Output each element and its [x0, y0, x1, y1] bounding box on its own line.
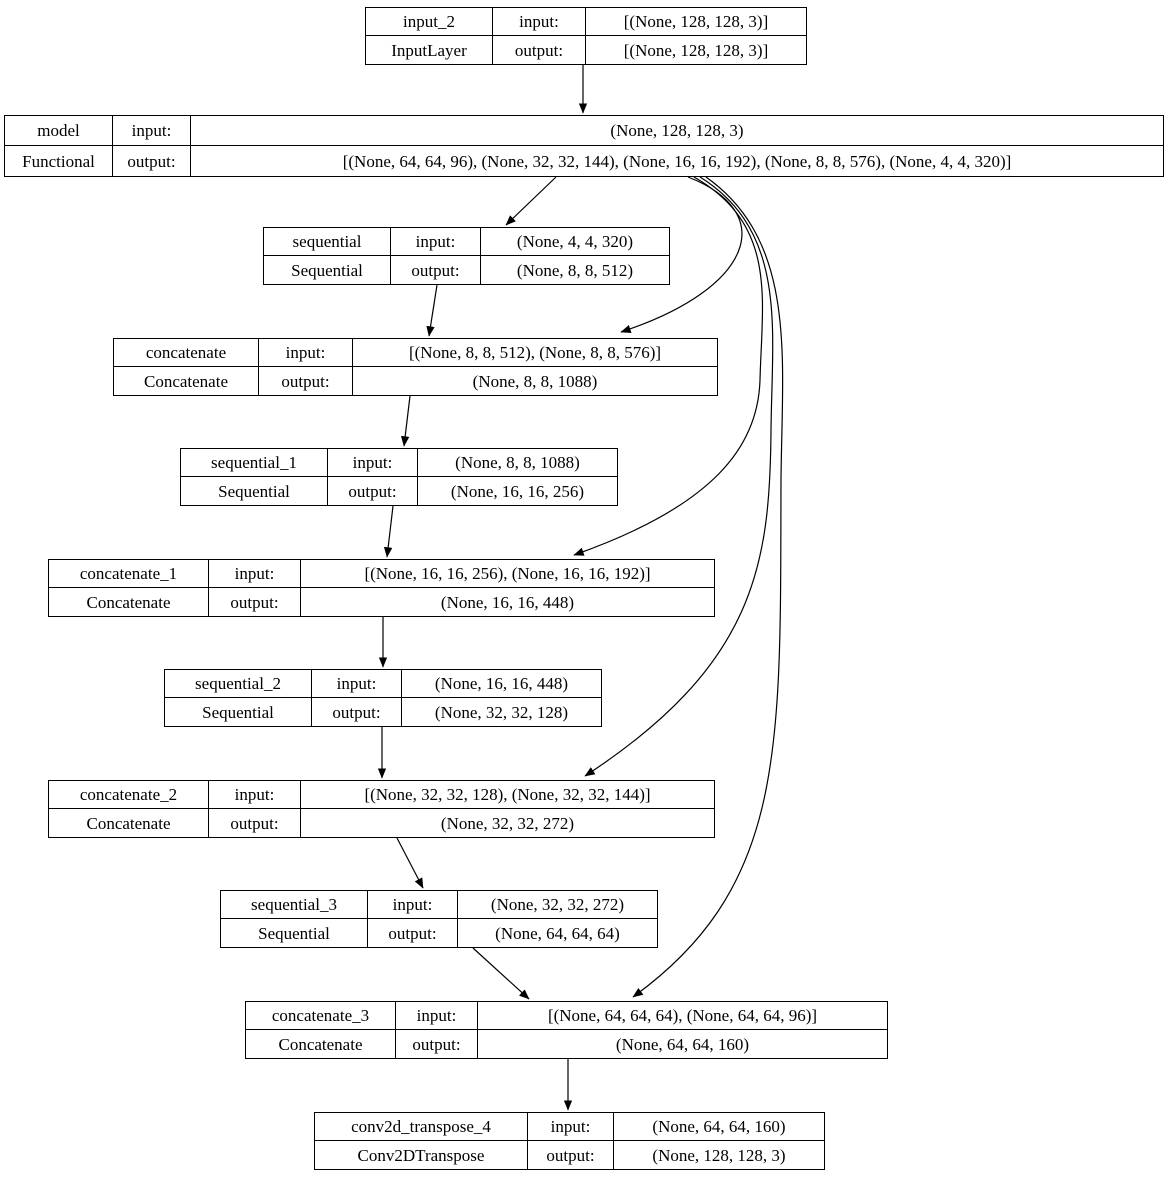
output-shape: (None, 16, 16, 448): [440, 592, 575, 612]
input-shape: (None, 4, 4, 320): [481, 228, 669, 256]
layer-name: concatenate: [114, 339, 259, 367]
layer-type: Conv2DTranspose: [315, 1141, 528, 1169]
layer-name: sequential: [264, 228, 391, 256]
layer-type: Concatenate: [49, 809, 209, 837]
edge-sequential_1-to-concatenate_1: [383, 505, 394, 558]
layer-type: InputLayer: [366, 36, 493, 64]
layer-type: Sequential: [165, 698, 312, 726]
edge-concatenate_2-to-sequential_3: [396, 837, 424, 889]
output-label: output:: [528, 1141, 614, 1169]
output-label: output:: [259, 367, 353, 395]
edge-sequential-to-concatenate: [426, 284, 438, 337]
input-shape: [(None, 8, 8, 512), (None, 8, 8, 576)]: [353, 339, 717, 367]
output-label: output:: [396, 1030, 478, 1058]
layer-name: sequential_3: [221, 891, 368, 919]
input-label: input:: [312, 670, 402, 698]
output-shape: (None, 32, 32, 272): [440, 813, 575, 833]
edge-sequential_3-to-concatenate_3: [472, 947, 530, 1000]
input-shape: (None, 128, 128, 3): [191, 116, 1163, 146]
output-label: output:: [493, 36, 586, 64]
input-label: input:: [328, 449, 418, 477]
input-label: input:: [209, 781, 301, 809]
layer-type: Concatenate: [49, 588, 209, 616]
output-shape: (None, 16, 16, 256): [450, 481, 585, 501]
input-label: input:: [113, 116, 191, 146]
output-shape: [(None, 128, 128, 3)]: [623, 40, 769, 60]
layer-type: Functional: [5, 146, 113, 176]
input-label: input:: [396, 1002, 478, 1030]
output-label: output:: [368, 919, 458, 947]
input-shape: [(None, 16, 16, 256), (None, 16, 16, 192…: [301, 560, 714, 588]
input-shape: [(None, 64, 64, 64), (None, 64, 64, 96)]: [478, 1002, 887, 1030]
output-shape: (None, 64, 64, 160): [615, 1034, 750, 1054]
layer-name: input_2: [366, 8, 493, 36]
layer-name: sequential_1: [181, 449, 328, 477]
output-label: output:: [312, 698, 402, 726]
output-label: output:: [209, 809, 301, 837]
input-shape: (None, 32, 32, 272): [458, 891, 657, 919]
input-label: input:: [209, 560, 301, 588]
input-label: input:: [368, 891, 458, 919]
layer-type: Sequential: [264, 256, 391, 284]
layer-name: model: [5, 116, 113, 146]
output-label: output:: [113, 146, 191, 176]
input-label: input:: [391, 228, 481, 256]
output-label: output:: [209, 588, 301, 616]
output-shape: (None, 128, 128, 3): [652, 1145, 786, 1165]
input-shape: [(None, 128, 128, 3)]: [586, 8, 806, 36]
output-shape: [(None, 64, 64, 96), (None, 32, 32, 144)…: [342, 151, 1012, 171]
input-shape: [(None, 32, 32, 128), (None, 32, 32, 144…: [301, 781, 714, 809]
output-label: output:: [328, 477, 418, 505]
layer-name: conv2d_transpose_4: [315, 1113, 528, 1141]
input-label: input:: [493, 8, 586, 36]
layer-name: sequential_2: [165, 670, 312, 698]
output-shape: (None, 64, 64, 64): [495, 923, 620, 943]
input-shape: (None, 64, 64, 160): [614, 1113, 824, 1141]
input-label: input:: [259, 339, 353, 367]
input-label: input:: [528, 1113, 614, 1141]
layer-type: Concatenate: [114, 367, 259, 395]
input-shape: (None, 8, 8, 1088): [418, 449, 617, 477]
layer-name: concatenate_2: [49, 781, 209, 809]
output-shape: (None, 8, 8, 1088): [472, 371, 598, 391]
output-label: output:: [391, 256, 481, 284]
layer-type: Sequential: [221, 919, 368, 947]
output-shape: (None, 8, 8, 512): [516, 260, 634, 280]
input-shape: (None, 16, 16, 448): [402, 670, 601, 698]
layer-name: concatenate_3: [246, 1002, 396, 1030]
edge-model-to-sequential: [505, 176, 557, 226]
layer-type: Concatenate: [246, 1030, 396, 1058]
output-shape: (None, 32, 32, 128): [434, 702, 569, 722]
layer-name: concatenate_1: [49, 560, 209, 588]
layer-type: Sequential: [181, 477, 328, 505]
edge-concatenate-to-sequential_1: [400, 395, 411, 447]
